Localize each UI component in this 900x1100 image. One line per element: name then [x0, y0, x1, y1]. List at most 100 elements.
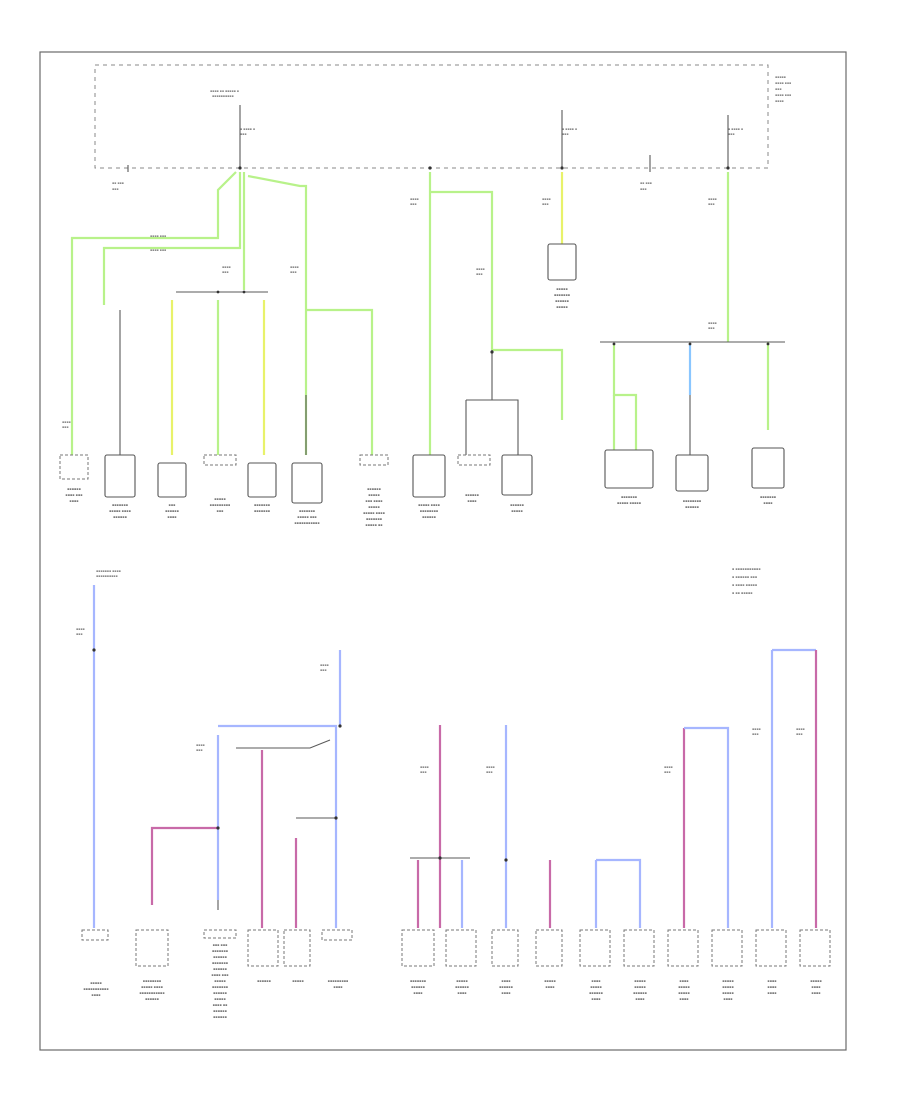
svg-text:▪▪▪▪▪▪▪: ▪▪▪▪▪▪▪ [212, 949, 228, 953]
svg-text:▪▪▪▪▪: ▪▪▪▪▪ [292, 979, 304, 983]
svg-text:▪▪▪▪: ▪▪▪▪ [467, 499, 476, 503]
component-21 [401, 929, 435, 967]
svg-text:▪▪▪▪▪▪: ▪▪▪▪▪▪ [685, 505, 699, 509]
svg-text:▪▪▪▪: ▪▪▪▪ [501, 979, 510, 983]
wire-green [492, 348, 564, 420]
svg-text:▪▪▪▪▪: ▪▪▪▪▪ [722, 991, 734, 995]
component-20 [321, 929, 353, 941]
svg-text:▪▪▪▪▪▪: ▪▪▪▪▪▪ [633, 991, 647, 995]
svg-text:▪▪▪: ▪▪▪ [217, 509, 224, 513]
svg-text:▪▪▪▪▪: ▪▪▪▪▪ [90, 981, 102, 985]
svg-text:▪▪▪▪▪▪: ▪▪▪▪▪▪ [589, 991, 603, 995]
component-19 [283, 929, 311, 967]
svg-text:▪▪▪▪▪▪: ▪▪▪▪▪▪ [257, 979, 271, 983]
svg-text:▪▪▪: ▪▪▪ [708, 326, 714, 330]
svg-text:▪▪▪▪ ▪▪ ▪▪▪▪▪ ▪: ▪▪▪▪ ▪▪ ▪▪▪▪▪ ▪ [210, 89, 239, 93]
svg-text:▪▪▪▪: ▪▪▪▪ [723, 997, 732, 1001]
svg-text:▪▪▪▪: ▪▪▪▪ [542, 197, 551, 201]
svg-text:▪▪▪▪: ▪▪▪▪ [767, 979, 776, 983]
svg-text:▪▪▪▪▪ ▪▪: ▪▪▪▪▪ ▪▪ [365, 523, 382, 527]
svg-text:▪▪▪▪: ▪▪▪▪ [775, 99, 784, 103]
svg-text:▪▪▪▪: ▪▪▪▪ [91, 993, 100, 997]
svg-text:▪▪▪: ▪▪▪ [112, 187, 118, 191]
component-2 [104, 454, 136, 498]
svg-text:▪▪▪▪▪▪: ▪▪▪▪▪▪ [213, 991, 227, 995]
svg-text:▪▪▪▪: ▪▪▪▪ [62, 420, 71, 424]
svg-text:▪▪▪▪▪▪: ▪▪▪▪▪▪ [510, 503, 524, 507]
svg-text:▪▪▪▪ ▪▪▪: ▪▪▪▪ ▪▪▪ [211, 973, 228, 977]
svg-text:▪ ▪▪▪▪▪▪ ▪▪▪: ▪ ▪▪▪▪▪▪ ▪▪▪ [732, 575, 757, 579]
svg-text:▪▪▪: ▪▪▪ [476, 272, 482, 276]
svg-text:▪ ▪▪▪▪ ▪: ▪ ▪▪▪▪ ▪ [240, 127, 255, 131]
svg-text:▪▪▪ ▪▪▪▪: ▪▪▪ ▪▪▪▪ [365, 499, 382, 503]
svg-text:▪ ▪▪▪▪ ▪: ▪ ▪▪▪▪ ▪ [728, 127, 743, 131]
wire-blue [684, 726, 730, 928]
svg-text:▪▪▪▪▪▪▪: ▪▪▪▪▪▪▪ [254, 503, 270, 507]
svg-text:▪▪▪: ▪▪▪ [542, 202, 548, 206]
component-17 [203, 929, 237, 939]
component-14 [751, 447, 785, 489]
component-30 [799, 929, 831, 967]
component-23 [491, 929, 519, 967]
component-12 [604, 449, 654, 489]
wire-green [612, 345, 638, 450]
svg-text:▪▪▪▪: ▪▪▪▪ [796, 727, 805, 731]
svg-text:▪▪▪▪▪▪: ▪▪▪▪▪▪ [145, 997, 159, 1001]
svg-text:▪▪▪▪: ▪▪▪▪ [222, 265, 231, 269]
component-13 [675, 454, 709, 492]
svg-text:▪▪▪▪: ▪▪▪▪ [591, 979, 600, 983]
svg-text:▪▪▪▪▪▪: ▪▪▪▪▪▪ [165, 509, 179, 513]
svg-text:▪▪▪▪▪ ▪▪▪▪: ▪▪▪▪▪ ▪▪▪▪ [418, 503, 440, 507]
svg-text:▪▪▪: ▪▪▪ [420, 770, 426, 774]
svg-text:▪▪▪▪▪: ▪▪▪▪▪ [634, 985, 646, 989]
svg-text:▪ ▪▪▪▪ ▪: ▪ ▪▪▪▪ ▪ [562, 127, 577, 131]
svg-text:▪▪▪▪: ▪▪▪▪ [290, 265, 299, 269]
lower-wire-harness [92, 585, 818, 928]
svg-text:▪▪▪▪▪: ▪▪▪▪▪ [678, 991, 690, 995]
svg-text:▪▪▪▪▪: ▪▪▪▪▪ [556, 287, 568, 291]
svg-text:▪▪▪▪: ▪▪▪▪ [767, 985, 776, 989]
svg-text:▪▪▪▪▪: ▪▪▪▪▪ [810, 979, 822, 983]
upper-captions: ▪▪▪▪▪▪▪▪▪▪ ▪▪▪▪▪▪▪ ▪▪▪▪▪▪▪▪▪▪▪▪ ▪▪▪▪▪▪▪▪… [65, 287, 776, 527]
component-22 [445, 929, 477, 967]
svg-text:▪▪▪▪▪▪: ▪▪▪▪▪▪ [499, 985, 513, 989]
component-29 [755, 929, 787, 967]
wire-purple [150, 826, 218, 905]
lower-components [81, 929, 831, 967]
component-28 [711, 929, 743, 967]
svg-text:▪▪▪: ▪▪▪ [796, 732, 802, 736]
component-10 [501, 454, 533, 496]
svg-text:▪▪▪▪▪▪▪▪▪▪: ▪▪▪▪▪▪▪▪▪▪ [212, 94, 234, 98]
svg-text:▪▪▪▪: ▪▪▪▪ [333, 985, 342, 989]
svg-text:▪▪▪▪▪▪▪▪▪: ▪▪▪▪▪▪▪▪▪ [328, 979, 349, 983]
svg-text:▪▪▪▪▪▪: ▪▪▪▪▪▪ [465, 493, 479, 497]
svg-text:▪▪▪▪▪▪▪: ▪▪▪▪▪▪▪ [410, 979, 426, 983]
svg-text:▪▪▪▪: ▪▪▪▪ [410, 197, 419, 201]
wire-green [70, 171, 237, 455]
svg-text:▪▪▪▪▪: ▪▪▪▪▪ [214, 979, 226, 983]
component-8 [412, 454, 446, 498]
svg-text:▪▪▪▪: ▪▪▪▪ [811, 991, 820, 995]
svg-text:▪▪▪▪▪ ▪▪▪▪: ▪▪▪▪▪ ▪▪▪▪ [363, 511, 385, 515]
svg-text:▪▪▪▪▪: ▪▪▪▪▪ [722, 979, 734, 983]
svg-text:▪▪▪▪▪ ▪▪▪: ▪▪▪▪▪ ▪▪▪ [297, 515, 316, 519]
svg-text:▪▪▪▪: ▪▪▪▪ [486, 765, 495, 769]
svg-text:▪▪▪▪: ▪▪▪▪ [413, 991, 422, 995]
component-7 [359, 454, 389, 466]
svg-text:▪ ▪▪▪▪ ▪▪▪▪▪: ▪ ▪▪▪▪ ▪▪▪▪▪ [732, 583, 757, 587]
svg-text:▪▪▪▪▪▪▪: ▪▪▪▪▪▪▪ [212, 985, 228, 989]
svg-text:▪▪▪▪: ▪▪▪▪ [76, 627, 85, 631]
svg-text:▪▪▪ ▪▪▪: ▪▪▪ ▪▪▪ [213, 943, 228, 947]
svg-text:▪▪▪▪ ▪▪▪: ▪▪▪▪ ▪▪▪ [150, 234, 166, 238]
svg-text:▪▪▪▪▪▪: ▪▪▪▪▪▪ [213, 955, 227, 959]
fuse-box-outline [94, 64, 769, 169]
svg-text:▪▪▪▪: ▪▪▪▪ [679, 997, 688, 1001]
svg-text:▪▪▪▪ ▪▪▪: ▪▪▪▪ ▪▪▪ [65, 493, 82, 497]
svg-text:▪▪▪▪▪▪: ▪▪▪▪▪▪ [213, 967, 227, 971]
fuse-box-internal-wiring [127, 105, 730, 172]
svg-text:▪▪▪: ▪▪▪ [169, 503, 176, 507]
svg-text:▪▪▪▪▪ ▪▪▪▪: ▪▪▪▪▪ ▪▪▪▪ [141, 985, 163, 989]
svg-text:▪▪▪: ▪▪▪ [410, 202, 416, 206]
wire-green [306, 308, 374, 455]
diagram-frame [39, 51, 847, 1051]
